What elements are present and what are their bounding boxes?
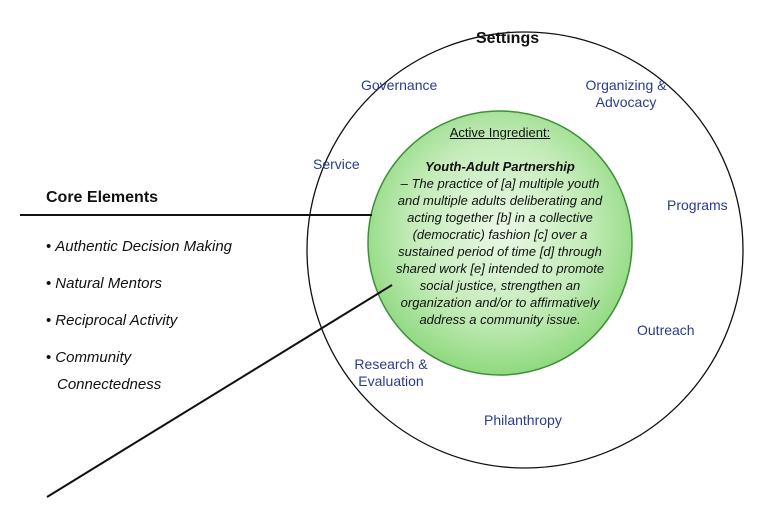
- core-item-label: Natural Mentors: [55, 275, 162, 292]
- setting-organizing-line2: Advocacy: [595, 94, 657, 110]
- setting-research-evaluation: Research & Evaluation: [345, 356, 437, 390]
- setting-research-line2: Evaluation: [358, 373, 424, 389]
- core-item-natural-mentors: •Natural Mentors: [46, 275, 162, 292]
- bullet-icon: •: [46, 238, 52, 255]
- bullet-icon: •: [46, 349, 52, 366]
- core-elements-title: Core Elements: [46, 189, 159, 206]
- active-ingredient-inner-circle: [367, 110, 633, 376]
- core-item-reciprocal-activity: •Reciprocal Activity: [46, 312, 177, 329]
- core-item-label: Authentic Decision Making: [55, 238, 233, 255]
- core-item-authentic-decision-making: •Authentic Decision Making: [46, 238, 232, 255]
- setting-philanthropy: Philanthropy: [484, 412, 562, 428]
- setting-research-line1: Research &: [354, 356, 428, 372]
- bullet-icon: •: [46, 312, 52, 329]
- setting-governance: Governance: [361, 77, 438, 93]
- setting-organizing-line1: Organizing &: [585, 77, 667, 93]
- core-item-label: Community: [55, 349, 132, 366]
- core-item-label: Reciprocal Activity: [55, 312, 178, 329]
- core-item-connectedness: Connectedness: [57, 376, 162, 393]
- setting-service: Service: [313, 156, 360, 172]
- active-ingredient-label: Active Ingredient:: [449, 125, 551, 140]
- setting-organizing-advocacy: Organizing & Advocacy: [576, 77, 676, 111]
- active-ingredient-block: Active Ingredient: Youth-Adult Partnersh…: [392, 124, 608, 328]
- bullet-icon: •: [46, 275, 52, 292]
- youth-adult-partnership-title: Youth-Adult Partnership: [425, 159, 575, 174]
- core-elements-bottom-line: [46, 284, 393, 498]
- settings-title: Settings: [476, 30, 540, 47]
- setting-programs: Programs: [667, 197, 728, 213]
- core-item-community: •Community: [46, 349, 131, 366]
- youth-adult-partnership-description: – The practice of [a] multiple youth and…: [395, 176, 605, 327]
- setting-outreach: Outreach: [637, 322, 695, 338]
